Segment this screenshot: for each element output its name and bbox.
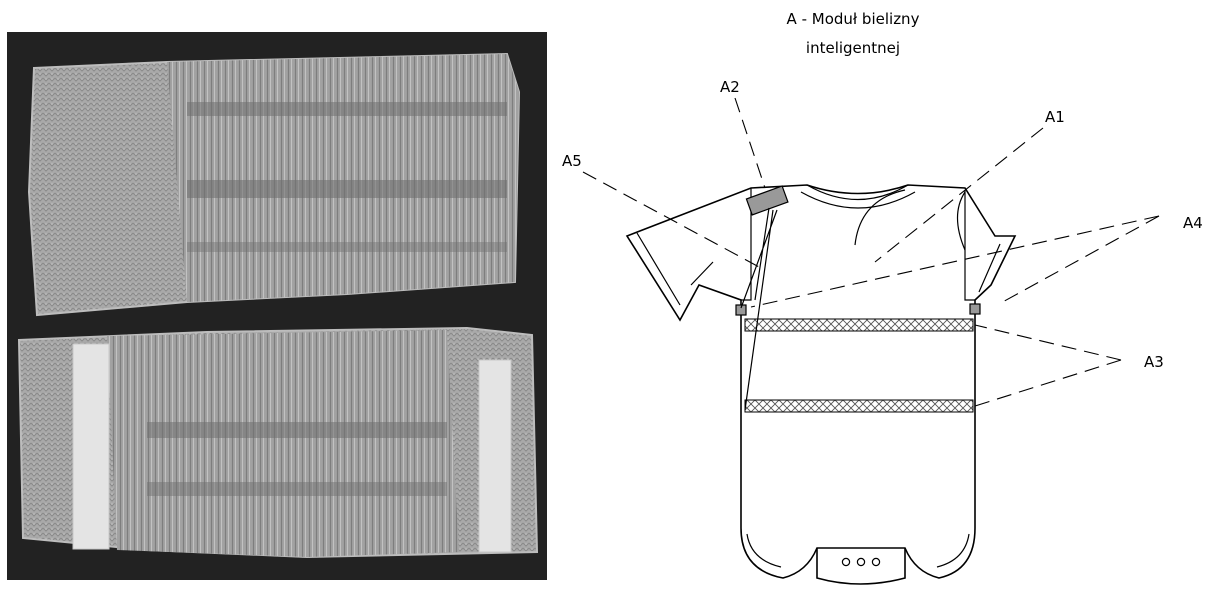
label-a4: A4 [1183,214,1203,232]
lower-fabric-piece [19,328,537,557]
label-a2: A2 [720,78,740,96]
velcro-strip-left [73,344,109,549]
snap-button [857,558,864,565]
a3-band-upper [745,319,973,331]
fabric-stripe [187,102,507,116]
smart-bodysuit-diagram: A - Moduł bielizny inteligentnej A2 A1 [555,0,1214,594]
label-a3: A3 [1144,353,1164,371]
bodysuit-garment [627,185,1015,584]
upper-fabric-piece [29,54,519,315]
snap-button [842,558,849,565]
label-a1: A1 [1045,108,1065,126]
knitted-fabric-photo [7,32,547,580]
fabric-stripe [147,482,447,496]
a2-module [746,186,788,215]
label-a5: A5 [562,152,582,170]
fabric-stripe [147,422,447,438]
fabric-stripe [187,180,507,198]
snap-button [872,558,879,565]
velcro-strip-right [479,360,511,552]
a4-electrode-right [970,304,980,314]
leader-lines [583,98,1159,406]
figure-title-line1: A - Moduł bielizny [787,10,920,28]
a3-band-lower [745,400,973,412]
figure-title-line2: inteligentnej [806,39,900,57]
fabric-stripe [187,242,507,252]
